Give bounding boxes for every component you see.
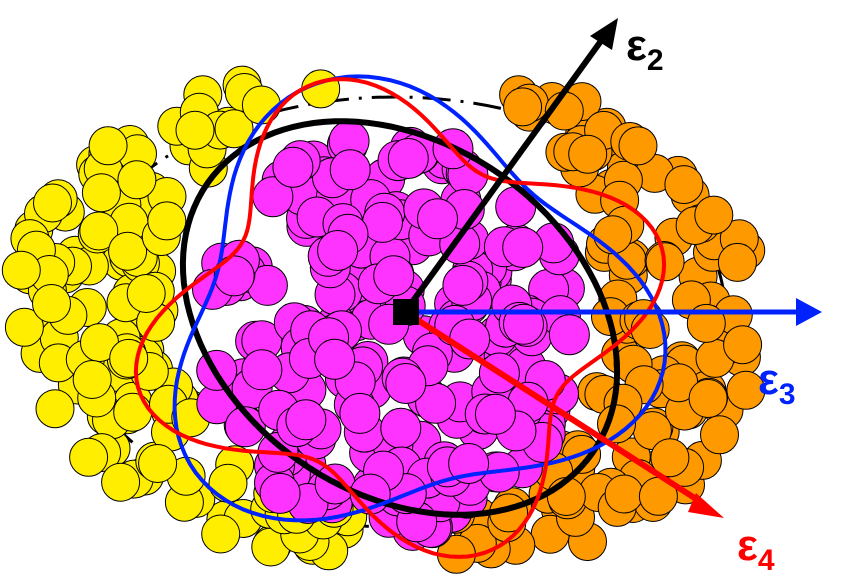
- yellow-particle: [69, 437, 109, 477]
- yellow-particle: [33, 183, 72, 223]
- epsilon-4-arrowhead: [688, 493, 724, 518]
- yellow-particle: [113, 392, 153, 432]
- magenta-particle: [259, 472, 301, 514]
- epsilon-2-axis: [402, 18, 618, 314]
- epsilon-2-label: ε2: [626, 21, 664, 77]
- yellow-particle: [126, 274, 166, 313]
- yellow-particle: [4, 307, 44, 347]
- magenta-particle: [224, 406, 266, 448]
- orange-particle: [618, 126, 658, 166]
- yellow-particle: [175, 110, 215, 150]
- magenta-particle: [362, 201, 403, 243]
- magenta-particle: [317, 230, 359, 271]
- yellow-particle: [147, 201, 187, 241]
- magenta-particle: [241, 349, 283, 391]
- orange-particle: [650, 438, 690, 478]
- black-elliptic-contour: [179, 118, 621, 518]
- magenta-particle: [417, 198, 458, 240]
- magenta-particle: [387, 138, 429, 179]
- yellow-particle: [241, 85, 281, 125]
- magenta-particle: [502, 227, 544, 268]
- orange-particle: [688, 379, 728, 418]
- yellow-particle: [35, 389, 75, 429]
- orange-particle: [664, 165, 704, 205]
- orange-particle: [726, 370, 766, 410]
- magenta-particle: [442, 264, 484, 306]
- magenta-particle: [474, 393, 516, 435]
- red-quadrangular-contour: [133, 77, 667, 559]
- yellow-particle: [208, 463, 248, 503]
- epsilon-2-arrowhead: [590, 18, 618, 50]
- yellow-particle: [214, 109, 254, 149]
- orange-particle: [593, 215, 633, 255]
- epsilon-3-axis: [405, 298, 822, 326]
- orange-particle: [597, 404, 636, 444]
- magenta-particle: [339, 392, 381, 434]
- magenta-particle: [385, 363, 427, 404]
- epsilon-3-arrowhead: [796, 298, 822, 326]
- epsilon-4-label: ε4: [737, 521, 775, 577]
- orange-particle: [604, 474, 644, 514]
- magenta-particle: [314, 338, 356, 380]
- yellow-particle: [32, 284, 71, 323]
- yellow-particle: [88, 126, 128, 166]
- orange-particle: [700, 415, 739, 455]
- magenta-particle: [548, 314, 590, 356]
- yellow-particle: [101, 462, 141, 502]
- orange-particle: [723, 325, 763, 365]
- magenta-particle: [373, 255, 415, 297]
- yellow-particle: [1, 250, 41, 290]
- orange-particle: [568, 134, 608, 174]
- yellow-particle: [72, 360, 112, 399]
- magenta-particle: [272, 146, 314, 188]
- yellow-particle: [138, 444, 178, 483]
- origin-marker: [393, 299, 419, 325]
- yellow-particle: [117, 160, 157, 200]
- yellow-particle: [81, 173, 121, 213]
- orange-particle: [503, 87, 543, 127]
- epsilon-4-axis: [403, 309, 724, 518]
- magenta-particle: [380, 407, 422, 449]
- yellow-particle: [108, 231, 148, 271]
- blue-triangular-contour: [172, 74, 668, 523]
- orange-particle: [717, 242, 757, 282]
- epsilon-3-label: ε3: [758, 355, 796, 411]
- magenta-particle: [285, 399, 327, 441]
- yellow-particle: [201, 514, 241, 554]
- magenta-particle: [329, 149, 371, 191]
- left-particle-group: [1, 65, 368, 571]
- orange-particle: [694, 195, 734, 235]
